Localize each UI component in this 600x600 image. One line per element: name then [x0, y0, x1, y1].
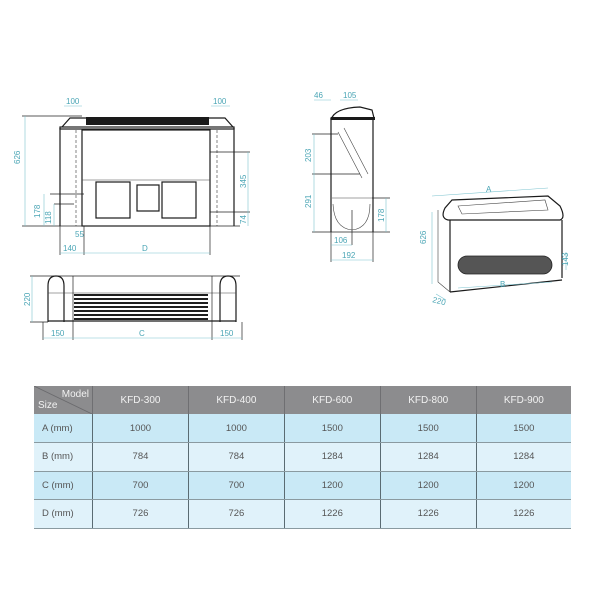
column-header: KFD-900	[475, 386, 571, 414]
top-view-drawing: 220 150 C 150	[23, 275, 243, 340]
svg-text:626: 626	[13, 150, 22, 164]
column-header: KFD-600	[283, 386, 381, 414]
corner-header-cell: Model Size	[34, 386, 93, 414]
svg-text:150: 150	[51, 329, 65, 338]
svg-text:192: 192	[342, 251, 356, 260]
svg-text:74: 74	[239, 215, 248, 224]
svg-text:100: 100	[213, 97, 227, 106]
table-cell: 1226	[379, 499, 477, 529]
table-row: D (mm) 726 726 1226 1226 1226	[34, 499, 571, 529]
svg-text:D: D	[142, 244, 148, 253]
table-cell: 784	[187, 442, 285, 472]
table-cell: 726	[187, 499, 285, 529]
spec-table: Model Size KFD-300 KFD-400 KFD-600 KFD-8…	[34, 386, 571, 529]
svg-text:626: 626	[419, 230, 428, 244]
table-row: A (mm) 1000 1000 1500 1500 1500	[34, 414, 571, 443]
iso-view-drawing: A 626 B 143 220	[419, 185, 570, 308]
svg-text:178: 178	[377, 208, 386, 222]
svg-text:C: C	[139, 329, 145, 338]
svg-text:118: 118	[44, 211, 53, 224]
svg-text:55: 55	[75, 230, 84, 239]
svg-text:220: 220	[23, 292, 32, 306]
column-header: KFD-800	[379, 386, 477, 414]
table-cell: 1200	[283, 471, 381, 500]
column-header: KFD-300	[92, 386, 189, 414]
svg-text:345: 345	[239, 174, 248, 188]
table-cell: 1284	[283, 442, 381, 472]
svg-text:220: 220	[431, 295, 447, 307]
row-label: D (mm)	[34, 499, 93, 529]
technical-drawings: 100 100 626 178 118 55 140 D 345 74 46 1…	[13, 91, 570, 340]
svg-text:140: 140	[63, 244, 77, 253]
table-row: C (mm) 700 700 1200 1200 1200	[34, 471, 571, 500]
table-cell: 1500	[379, 414, 477, 443]
header-size-label: Size	[38, 400, 58, 411]
front-view-drawing: 100 100 626 178 118 55 140 D 345 74	[13, 97, 250, 255]
table-row: B (mm) 784 784 1284 1284 1284	[34, 442, 571, 472]
table-cell: 1226	[283, 499, 381, 529]
svg-text:178: 178	[33, 204, 42, 218]
svg-text:46: 46	[314, 91, 323, 100]
svg-text:203: 203	[304, 148, 313, 162]
svg-text:105: 105	[343, 91, 357, 100]
svg-text:100: 100	[66, 97, 80, 106]
table-header-row: Model Size KFD-300 KFD-400 KFD-600 KFD-8…	[34, 386, 571, 414]
table-cell: 700	[187, 471, 285, 500]
row-label: B (mm)	[34, 442, 93, 472]
svg-text:106: 106	[334, 236, 348, 245]
side-view-drawing: 46 105 203 291 178 106 192	[304, 91, 390, 262]
table-cell: 1500	[283, 414, 381, 443]
table-cell: 1500	[475, 414, 571, 443]
svg-text:B: B	[500, 280, 505, 289]
table-cell: 1284	[475, 442, 571, 472]
row-label: A (mm)	[34, 414, 93, 443]
table-cell: 1000	[187, 414, 285, 443]
table-cell: 726	[92, 499, 189, 529]
table-cell: 1226	[475, 499, 571, 529]
column-header: KFD-400	[187, 386, 285, 414]
svg-text:A: A	[486, 185, 492, 194]
svg-text:143: 143	[561, 252, 570, 266]
svg-text:150: 150	[220, 329, 234, 338]
table-cell: 700	[92, 471, 189, 500]
row-label: C (mm)	[34, 471, 93, 500]
table-cell: 1200	[475, 471, 571, 500]
table-cell: 784	[92, 442, 189, 472]
table-cell: 1284	[379, 442, 477, 472]
header-model-label: Model	[61, 389, 89, 400]
table-cell: 1200	[379, 471, 477, 500]
table-cell: 1000	[92, 414, 189, 443]
svg-text:291: 291	[304, 194, 313, 208]
diagonal-divider	[34, 386, 92, 414]
